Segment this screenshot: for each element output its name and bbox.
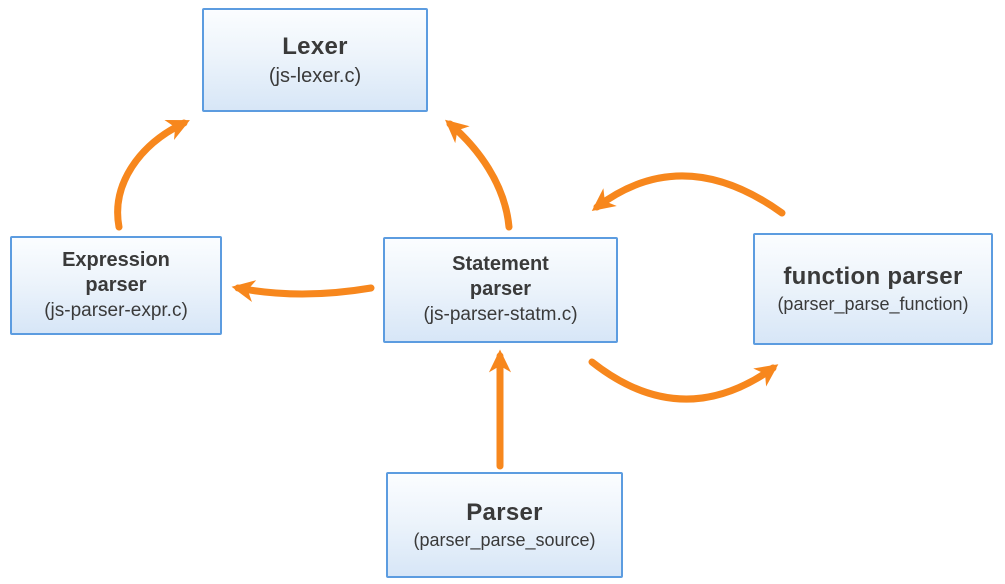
node-lexer-title: Lexer (282, 32, 348, 60)
node-function-parser-subtitle: (parser_parse_function) (777, 293, 969, 314)
node-lexer-subtitle: (js-lexer.c) (268, 64, 362, 87)
node-parser: Parser (parser_parse_source) (386, 472, 623, 578)
arrow-statement-parser-to-function-parser (588, 358, 779, 403)
node-expression-parser-subtitle: (js-parser-expr.c) (44, 299, 188, 321)
node-statement-parser-title: Statement parser (452, 253, 549, 301)
arrow-expression-parser-to-lexer (114, 119, 190, 231)
node-parser-subtitle: (parser_parse_source) (413, 529, 596, 550)
node-statement-parser-subtitle: (js-parser-statm.c) (423, 304, 578, 326)
arrow-function-parser-to-statement-parser (591, 172, 786, 217)
node-expression-parser-title: Expression parser (62, 248, 170, 296)
node-function-parser: function parser (parser_parse_function) (753, 233, 993, 345)
node-function-parser-title: function parser (783, 262, 963, 290)
node-statement-parser: Statement parser (js-parser-statm.c) (383, 237, 618, 343)
node-expression-parser: Expression parser (js-parser-expr.c) (10, 236, 222, 335)
node-parser-title: Parser (466, 498, 543, 526)
arrow-statement-parser-to-expression-parser (231, 280, 375, 302)
node-lexer: Lexer (js-lexer.c) (202, 8, 428, 112)
arrow-statement-parser-to-lexer (445, 119, 513, 231)
